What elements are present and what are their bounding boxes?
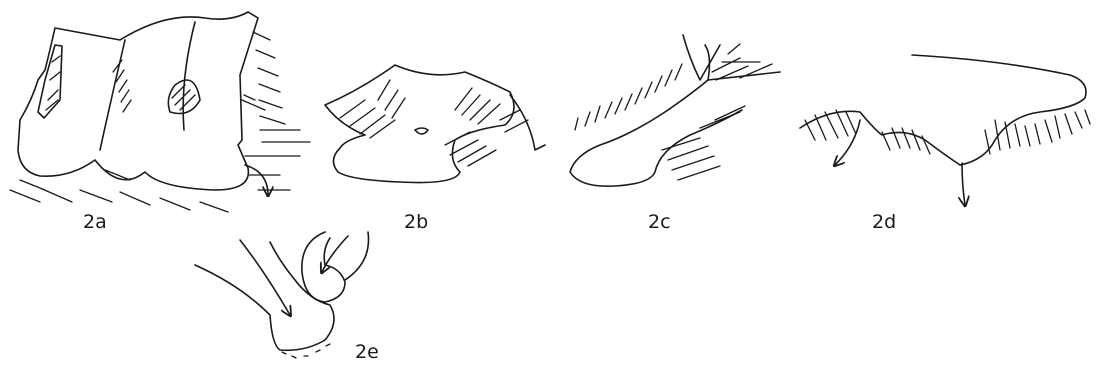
panel-2e-flow xyxy=(195,242,334,350)
panel-2a-inner-ridge-2 xyxy=(183,22,195,130)
panel-2e-flow-arrow xyxy=(240,240,290,315)
panel-2b-hole xyxy=(415,128,428,134)
panel-2d-left-arrow xyxy=(835,120,860,165)
panel-2a-outline xyxy=(18,12,258,190)
panel-2a-inner-ridge xyxy=(100,40,125,150)
panel-2d-canopy xyxy=(912,55,1086,165)
panel-2c-label: 2c xyxy=(648,211,671,233)
panel-2c: 2c xyxy=(570,35,780,233)
panel-2b-ridge xyxy=(510,95,545,150)
panel-2e-lobe xyxy=(302,232,345,302)
panel-2d-center-arrow xyxy=(962,163,965,205)
panel-2d-hatching xyxy=(805,110,1090,154)
panel-2b-label: 2b xyxy=(404,211,428,233)
panel-2d: 2d xyxy=(800,55,1090,233)
panel-2c-upper-branch xyxy=(683,35,720,80)
panel-2e-label: 2e xyxy=(355,341,379,363)
panel-2d-label: 2d xyxy=(872,211,896,233)
panel-2e-feeder xyxy=(345,232,369,280)
panel-2c-hatching xyxy=(575,44,772,180)
panel-2a: 2a xyxy=(10,12,310,233)
panel-2a-label: 2a xyxy=(83,211,107,233)
panel-2c-outline xyxy=(570,45,742,186)
panel-2e: 2e xyxy=(195,232,379,363)
panel-2b-hatching xyxy=(340,80,528,166)
panel-2e-lobe-arrow xyxy=(322,236,348,272)
panel-2d-base xyxy=(800,111,960,165)
panel-2b: 2b xyxy=(325,65,545,233)
